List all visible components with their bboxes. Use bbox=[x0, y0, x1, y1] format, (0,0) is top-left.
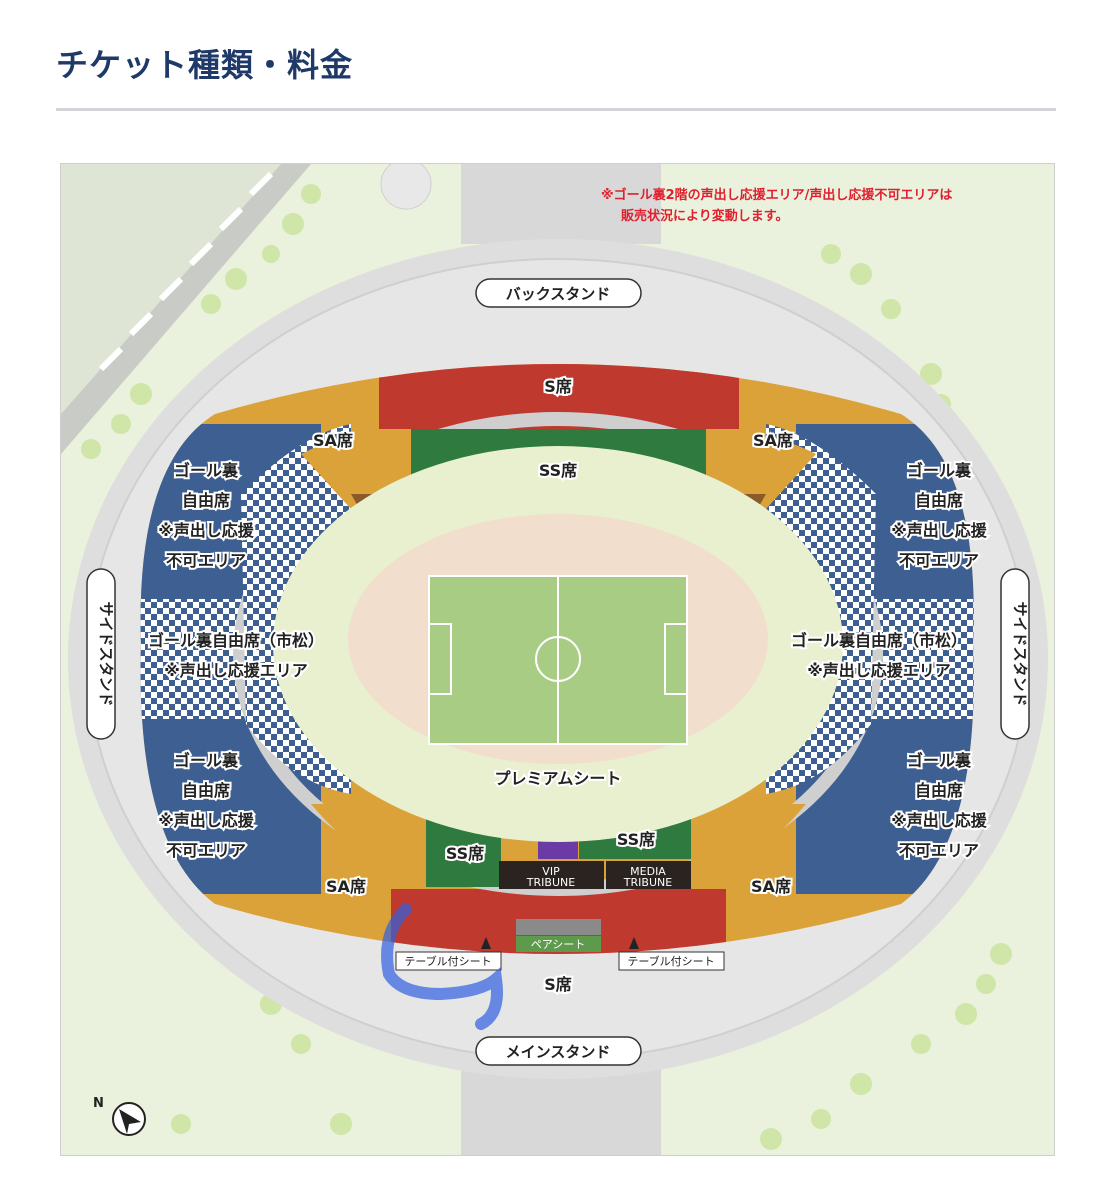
s-seat-back-label: S席 bbox=[544, 377, 572, 396]
table-seat-left-box bbox=[395, 951, 502, 971]
side-stand-right-pill bbox=[1000, 568, 1030, 740]
grey-strip bbox=[516, 919, 601, 935]
goal-free-left-top-4: 不可エリア bbox=[166, 551, 246, 570]
ss-seat-main-right-label: SS席 bbox=[617, 830, 655, 849]
goal-free-left-bottom-4: 不可エリア bbox=[166, 841, 246, 860]
main-sa-left-lower bbox=[311, 804, 426, 884]
main-stand-label: メインスタンド bbox=[506, 1043, 611, 1061]
ss-seat-back-label: SS席 bbox=[539, 461, 577, 480]
side-stand-left-pill bbox=[86, 568, 116, 740]
trees bbox=[81, 184, 1012, 1150]
plaza-circle bbox=[380, 164, 432, 210]
right-penalty-box bbox=[664, 623, 688, 695]
north-plaza bbox=[461, 164, 661, 244]
media-tribune-line2: TRIBUNE bbox=[623, 876, 672, 889]
main-stand-pill bbox=[475, 1036, 642, 1066]
title-divider bbox=[56, 108, 1056, 111]
vip-tribune-line2: TRIBUNE bbox=[526, 876, 575, 889]
road-markings bbox=[98, 171, 274, 372]
compass-arrow-icon bbox=[119, 1109, 141, 1134]
goal-free-left-bottom-1: ゴール裏 bbox=[174, 751, 239, 770]
media-tribune bbox=[606, 861, 691, 889]
s-seat-main-label: S席 bbox=[544, 975, 572, 994]
goal-checker-right-2: ※声出し応援エリア bbox=[807, 661, 951, 680]
compass-n-label: N bbox=[93, 1096, 104, 1111]
pair-seat-label: ペアシート bbox=[531, 938, 586, 951]
vip-tribune-line1: VIP bbox=[542, 865, 560, 878]
table-seat-right-label: テーブル付シート bbox=[627, 954, 714, 968]
table-pointer-left bbox=[481, 937, 491, 949]
stadium-seat-map: VIP TRIBUNE MEDIA TRIBUNE ペアシート テーブル付シート… bbox=[60, 163, 1055, 1156]
side-stand-left-label: サイドスタンド bbox=[97, 601, 115, 706]
notice-line1: ※ゴール裏2階の声出し応援エリア/声出し応援不可エリアは bbox=[601, 187, 952, 203]
notice-line2: 販売状況により変動します。 bbox=[621, 208, 788, 224]
back-stand-label: バックスタンド bbox=[506, 285, 611, 303]
goal-free-right-top-1: ゴール裏 bbox=[907, 461, 972, 480]
goal-free-left-top-1: ゴール裏 bbox=[174, 461, 239, 480]
left-penalty-box bbox=[428, 623, 452, 695]
main-sa-right-lower bbox=[691, 804, 806, 884]
ss-seat-main-left-label: SS席 bbox=[446, 844, 484, 863]
goal-free-right-top-4: 不可エリア bbox=[899, 551, 979, 570]
table-seat-right-box bbox=[618, 951, 725, 971]
sa-seat-back-right-label: SA席 bbox=[753, 431, 793, 450]
vip-tribune bbox=[499, 861, 604, 889]
goal-free-left-top-3: ※声出し応援 bbox=[158, 521, 255, 540]
page-title: チケット種類・料金 bbox=[56, 46, 354, 84]
premium-seat-label: プレミアムシート bbox=[495, 769, 622, 788]
goal-free-left-bottom-2: 自由席 bbox=[182, 781, 230, 800]
back-stand-pill bbox=[475, 278, 642, 308]
goal-free-right-top-2: 自由席 bbox=[915, 491, 963, 510]
goal-checker-left-1: ゴール裏自由席（市松） bbox=[148, 631, 324, 650]
side-stand-right-label: サイドスタンド bbox=[1011, 601, 1029, 706]
goal-checker-right-1: ゴール裏自由席（市松） bbox=[791, 631, 967, 650]
highlight-scribble bbox=[381, 903, 503, 1030]
goal-free-left-bottom-3: ※声出し応援 bbox=[158, 811, 255, 830]
goal-free-left-top-2: 自由席 bbox=[182, 491, 230, 510]
table-seat-left-label: テーブル付シート bbox=[404, 954, 491, 968]
center-circle bbox=[535, 636, 581, 682]
sa-seat-main-left-label: SA席 bbox=[326, 877, 366, 896]
sa-seat-main-right-label: SA席 bbox=[751, 877, 791, 896]
goal-free-right-bottom-4: 不可エリア bbox=[899, 841, 979, 860]
media-tribune-line1: MEDIA bbox=[630, 865, 666, 878]
goal-free-right-bottom-1: ゴール裏 bbox=[907, 751, 972, 770]
goal-checker-left-2: ※声出し応援エリア bbox=[164, 661, 308, 680]
pair-seat-block bbox=[516, 936, 601, 952]
goal-free-right-bottom-3: ※声出し応援 bbox=[891, 811, 988, 830]
goal-free-right-top-3: ※声出し応援 bbox=[891, 521, 988, 540]
road-edge bbox=[61, 164, 311, 454]
table-pointer-right bbox=[629, 937, 639, 949]
sa-seat-back-left-label: SA席 bbox=[313, 431, 353, 450]
goal-free-right-bottom-2: 自由席 bbox=[915, 781, 963, 800]
